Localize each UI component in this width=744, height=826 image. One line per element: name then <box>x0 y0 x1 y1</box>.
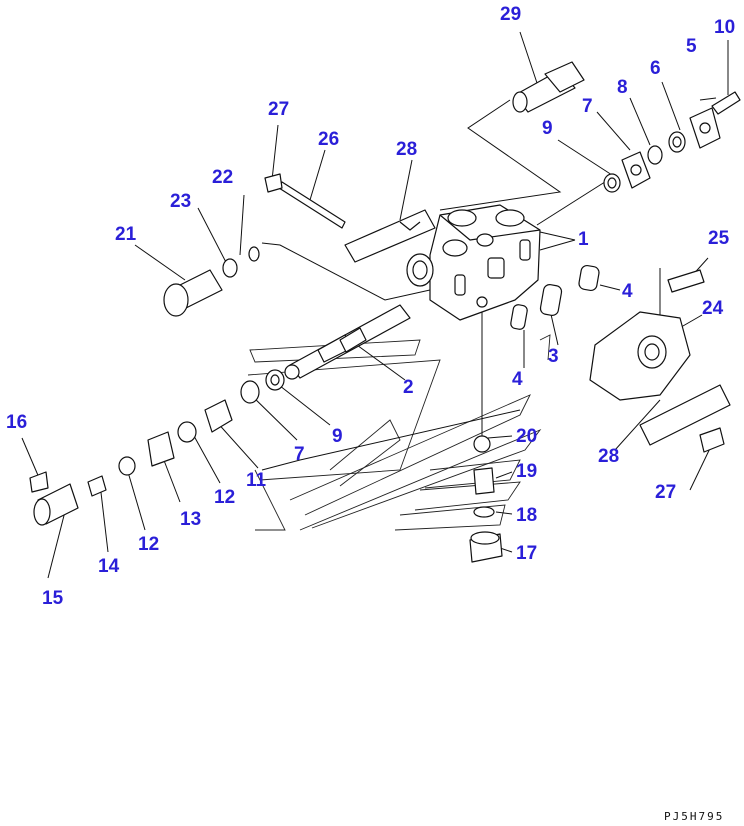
callout-23: 23 <box>170 191 191 212</box>
callout-27: 27 <box>655 482 676 503</box>
callout-6: 6 <box>650 58 661 79</box>
callout-3: 3 <box>548 346 559 367</box>
callout-25: 25 <box>708 228 730 249</box>
callout-28: 28 <box>598 446 619 467</box>
callout-13: 13 <box>180 509 201 530</box>
drawing-code: PJ5H795 <box>664 810 724 823</box>
seal-set <box>510 264 600 330</box>
bracket-lower <box>639 384 731 453</box>
callout-27: 27 <box>268 99 289 120</box>
callout-14: 14 <box>98 556 120 577</box>
callout-16: 16 <box>6 412 27 433</box>
callout-19: 19 <box>516 461 537 482</box>
callout-28: 28 <box>396 139 417 160</box>
end-cover <box>589 269 705 401</box>
callout-11: 11 <box>246 470 267 491</box>
tie-bolt <box>264 173 346 229</box>
callout-29: 29 <box>500 4 521 25</box>
callout-9: 9 <box>332 426 343 447</box>
valve-body <box>406 204 541 321</box>
callout-9: 9 <box>542 118 553 139</box>
callout-15: 15 <box>42 588 64 609</box>
callout-7: 7 <box>294 444 305 465</box>
callout-5: 5 <box>686 36 697 57</box>
spring-cap-set <box>29 369 285 526</box>
callout-2: 2 <box>403 377 414 398</box>
callout-4: 4 <box>622 281 633 302</box>
callout-7: 7 <box>582 96 593 117</box>
ghost-outline <box>247 334 551 531</box>
callout-17: 17 <box>516 543 537 564</box>
plug-assembly <box>163 246 260 317</box>
callout-8: 8 <box>617 77 628 98</box>
relief-cartridge <box>512 61 585 113</box>
callout-20: 20 <box>516 426 537 447</box>
callout-24: 24 <box>702 298 724 319</box>
callout-22: 22 <box>212 167 233 188</box>
callout-26: 26 <box>318 129 339 150</box>
spool <box>284 304 411 380</box>
check-assembly <box>469 435 503 563</box>
callout-labels: 1 2 3 4 4 5 6 7 7 8 9 9 10 11 12 12 13 1… <box>6 4 735 609</box>
callout-10: 10 <box>714 17 735 38</box>
callout-12: 12 <box>138 534 159 555</box>
callout-21: 21 <box>115 224 137 245</box>
callout-12: 12 <box>214 487 235 508</box>
leader-lines <box>21 31 729 579</box>
callout-18: 18 <box>516 505 537 526</box>
callout-1: 1 <box>578 229 589 250</box>
relief-valve-assembly <box>603 91 741 193</box>
callout-4: 4 <box>512 369 523 390</box>
bracket-upper <box>344 209 436 263</box>
